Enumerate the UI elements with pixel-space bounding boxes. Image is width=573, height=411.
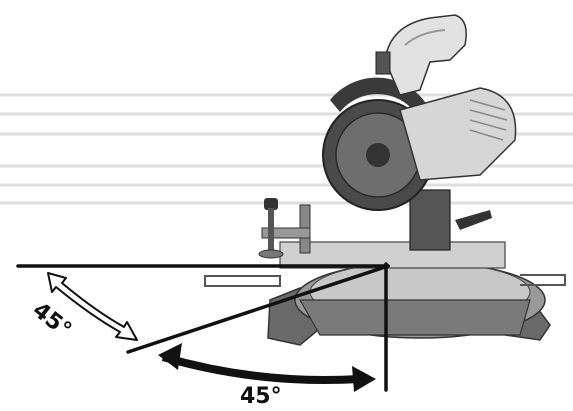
miter-45-line — [126, 264, 390, 354]
double-arrow-solid-icon — [158, 343, 376, 392]
angle-reference-lines — [16, 262, 390, 392]
double-arrow-outline-icon — [47, 272, 138, 341]
miter-saw-illustration-icon — [204, 14, 566, 346]
miter-angle-label: 45° — [240, 384, 282, 409]
